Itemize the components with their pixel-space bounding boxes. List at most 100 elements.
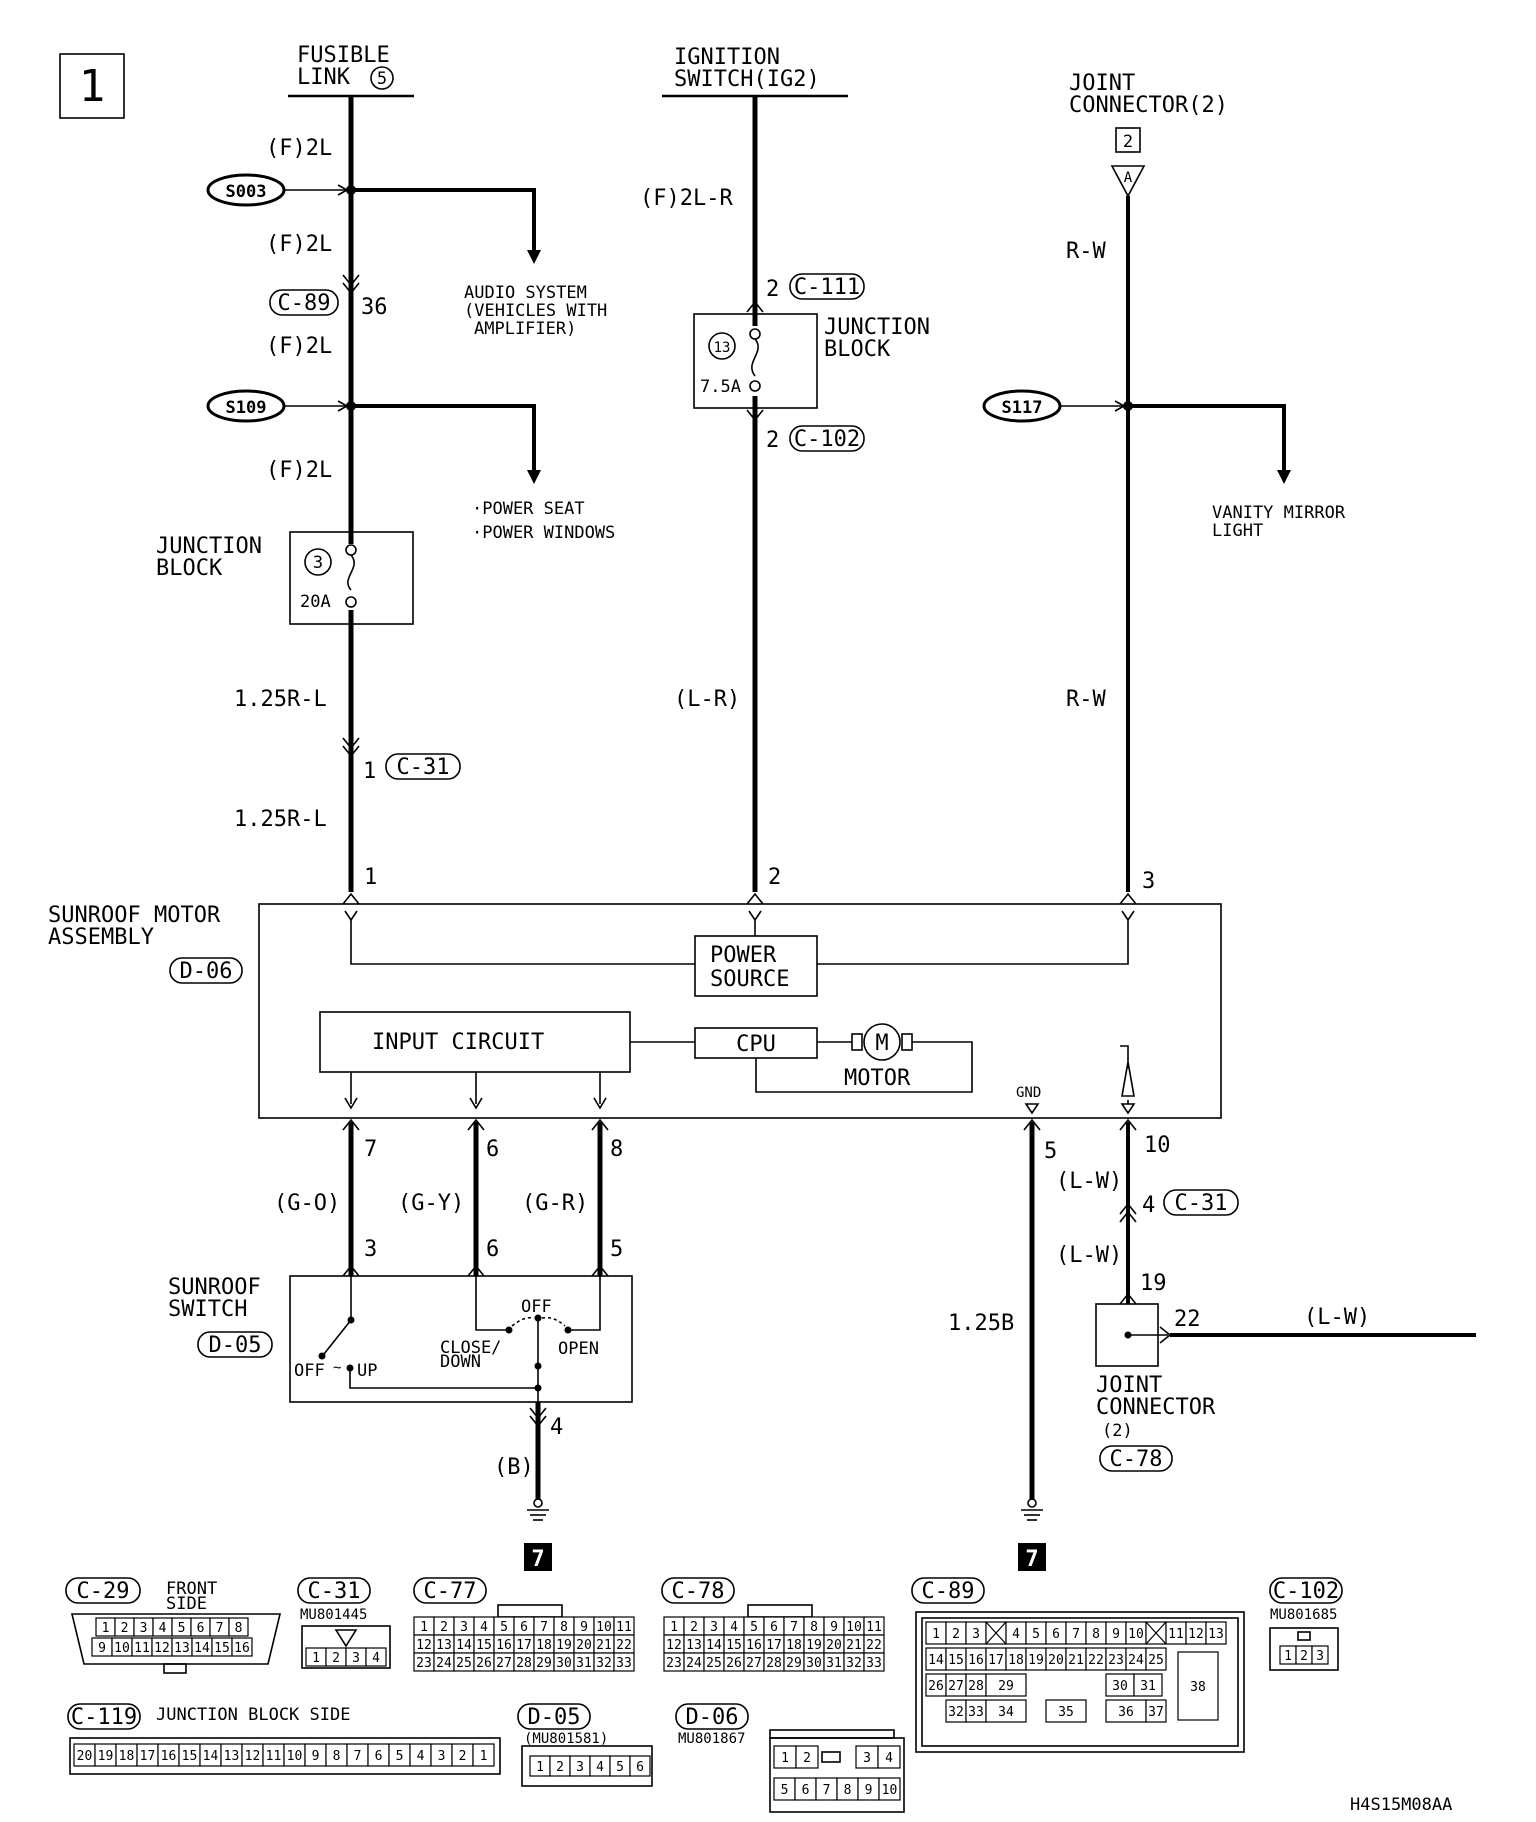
joint-connector-top-box: 2	[1123, 132, 1133, 152]
switch-input-arrows	[342, 1264, 609, 1277]
c77-pin-23: 23	[416, 1656, 432, 1671]
c89-pin-15: 15	[948, 1653, 964, 1668]
connector-c102-label: C-102	[794, 427, 860, 452]
c89-pin-25: 25	[1148, 1653, 1164, 1668]
pin-motor-7: 7	[364, 1137, 377, 1162]
connector-d05-label: D-05	[209, 1333, 262, 1358]
c77-pin-11: 11	[616, 1620, 632, 1635]
c78-pin-18: 18	[786, 1638, 802, 1653]
wire-label-125rl-1: 1.25R-L	[234, 687, 327, 712]
c89-pin-35: 35	[1058, 1705, 1074, 1720]
c29-id: C-29	[77, 1579, 130, 1604]
motor-output-arrows	[342, 1118, 1137, 1131]
c29-pin-10: 10	[114, 1641, 130, 1656]
switch-close-label-1: CLOSE/	[440, 1338, 501, 1358]
splice-s003: S003	[206, 173, 356, 207]
c78-pin-4: 4	[730, 1620, 738, 1635]
c77-pin-1: 1	[420, 1620, 428, 1635]
joint-connector-top-pin: A	[1124, 170, 1133, 186]
c29-label-1: FRONT	[166, 1579, 217, 1599]
sunroof-motor-assembly: SUNROOF MOTOR ASSEMBLY D-06 POWER SOURCE…	[48, 903, 1222, 1119]
wire-label-f2l-2: (F)2L	[266, 232, 332, 257]
c29-pin-2: 2	[121, 1621, 129, 1636]
c78-pin-31: 31	[826, 1656, 842, 1671]
c119-pin-6: 6	[375, 1749, 383, 1764]
c77-pin-25: 25	[456, 1656, 472, 1671]
pin-motor-8: 8	[610, 1137, 623, 1162]
branch-audio-arrow	[527, 250, 541, 264]
pin-switch-4: 4	[550, 1415, 563, 1440]
c119-pin-17: 17	[140, 1749, 156, 1764]
c78-pin-26: 26	[726, 1656, 742, 1671]
pin-1-c31: 1	[363, 759, 376, 784]
c119-id: C-119	[71, 1705, 137, 1730]
c89-pin-16: 16	[968, 1653, 984, 1668]
d06-pin-5: 5	[781, 1783, 789, 1798]
c89-pin-5: 5	[1032, 1627, 1040, 1642]
c78-pin-3: 3	[710, 1620, 718, 1635]
d05-pin-3: 3	[576, 1760, 584, 1775]
splice-s003-label: S003	[226, 182, 267, 202]
c89-pin-22: 22	[1088, 1653, 1104, 1668]
connector-c31-arrows-2	[1119, 1202, 1137, 1223]
pin-motor-2: 2	[768, 865, 781, 890]
wire-label-125b: 1.25B	[948, 1311, 1014, 1336]
c77-pin-13: 13	[436, 1638, 452, 1653]
branch-vanity-2: LIGHT	[1212, 521, 1263, 541]
pin-joint-19: 19	[1140, 1271, 1167, 1296]
gnd-label: GND	[1016, 1085, 1041, 1101]
c89-pin-13: 13	[1208, 1627, 1224, 1642]
c78-id: C-78	[672, 1579, 725, 1604]
c78-pin-6: 6	[770, 1620, 778, 1635]
c89-pin-19: 19	[1028, 1653, 1044, 1668]
c77-pin-3: 3	[460, 1620, 468, 1635]
c89-pin-32: 32	[948, 1705, 964, 1720]
c89-pin-20: 20	[1048, 1653, 1064, 1668]
c77-pin-32: 32	[596, 1656, 612, 1671]
c89-pin-7: 7	[1072, 1627, 1080, 1642]
fusible-link-source: FUSIBLE LINK 5	[288, 43, 414, 98]
c29-pin-16: 16	[234, 1641, 250, 1656]
power-source-label-1: POWER	[710, 943, 777, 968]
joint-connector-bottom: 22 (L-W) JOINT CONNECTOR (2) C-78	[1095, 1303, 1476, 1472]
c77-pin-31: 31	[576, 1656, 592, 1671]
wire-label-f2l-3: (F)2L	[266, 334, 332, 359]
pin-36: 36	[361, 295, 388, 320]
c78-pin-11: 11	[866, 1620, 882, 1635]
c29-pin-5: 5	[178, 1621, 186, 1636]
connector-d06-tag: D-06	[169, 957, 243, 984]
c102-pin-1: 1	[1284, 1649, 1292, 1664]
page-number: 1	[79, 61, 106, 112]
ignition-switch-source: IGNITION SWITCH(IG2)	[662, 45, 848, 98]
splice-s109-label: S109	[226, 398, 267, 418]
c102-pin-3: 3	[1316, 1649, 1324, 1664]
c31-part: MU801445	[300, 1607, 367, 1623]
c89-pin-14: 14	[928, 1653, 944, 1668]
c77-pin-9: 9	[580, 1620, 588, 1635]
c102-pin-2: 2	[1300, 1649, 1308, 1664]
c77-pin-28: 28	[516, 1656, 532, 1671]
c77-pin-33: 33	[616, 1656, 632, 1671]
connector-c31-tag-2: C-31	[1163, 1189, 1239, 1216]
c119-pin-20: 20	[77, 1749, 93, 1764]
joint-connector-top: JOINT CONNECTOR(2) 2 A	[1069, 71, 1228, 198]
c29-pin-12: 12	[154, 1641, 170, 1656]
c119-pin-14: 14	[203, 1749, 219, 1764]
wire-label-lr: (L-R)	[674, 687, 740, 712]
c78-pin-32: 32	[846, 1656, 862, 1671]
branch-audio-3: AMPLIFIER)	[474, 319, 576, 339]
branch-power-1: ·POWER SEAT	[472, 499, 585, 519]
connector-c78-label: C-78	[1110, 1447, 1163, 1472]
pin-c31-4: 4	[1142, 1193, 1155, 1218]
junction-block-left: JUNCTION BLOCK 3 20A	[156, 531, 414, 625]
c119-pin-18: 18	[119, 1749, 135, 1764]
branch-power-2: ·POWER WINDOWS	[472, 523, 615, 543]
pin-switch-6: 6	[486, 1237, 499, 1262]
c89-pin-37: 37	[1148, 1705, 1164, 1720]
c119-pin-1: 1	[480, 1749, 488, 1764]
